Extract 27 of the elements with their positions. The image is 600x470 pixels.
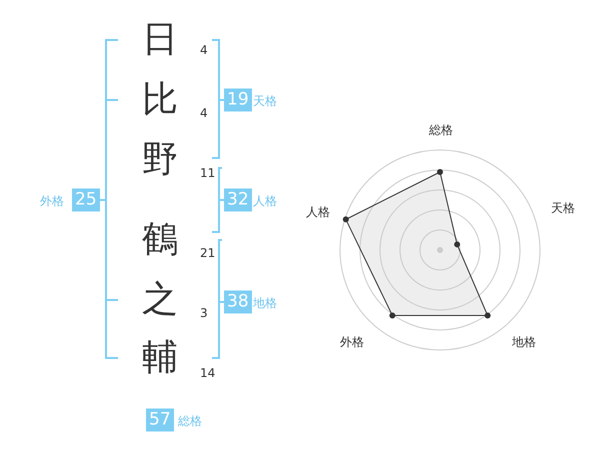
stroke-count: 21 (200, 247, 216, 259)
stroke-count: 4 (200, 107, 208, 119)
score-badge: 32 (224, 188, 252, 212)
name-character: 之 (142, 282, 178, 318)
axis-label: 地格 (512, 336, 536, 348)
score-badge: 57 (146, 408, 174, 432)
score-badge: 25 (72, 188, 100, 212)
score-badge: 19 (224, 88, 252, 112)
name-character: 比 (142, 82, 178, 118)
name-character: 輔 (142, 340, 178, 376)
axis-label: 天格 (551, 202, 575, 214)
axis-label: 総格 (429, 124, 453, 136)
category-label: 外格 (40, 195, 64, 207)
name-character: 鶴 (142, 222, 178, 258)
name-character: 日 (142, 22, 178, 58)
axis-label: 人格 (306, 206, 330, 218)
stroke-count: 11 (200, 167, 216, 179)
score-badge: 38 (224, 290, 252, 314)
category-label: 総格 (178, 415, 202, 427)
stroke-count: 3 (200, 307, 208, 319)
axis-label: 外格 (340, 336, 364, 348)
stroke-count: 4 (200, 44, 208, 56)
name-character: 野 (142, 142, 178, 178)
category-label: 地格 (253, 297, 277, 309)
category-label: 天格 (253, 95, 277, 107)
category-label: 人格 (253, 195, 277, 207)
stroke-count: 14 (200, 367, 216, 379)
